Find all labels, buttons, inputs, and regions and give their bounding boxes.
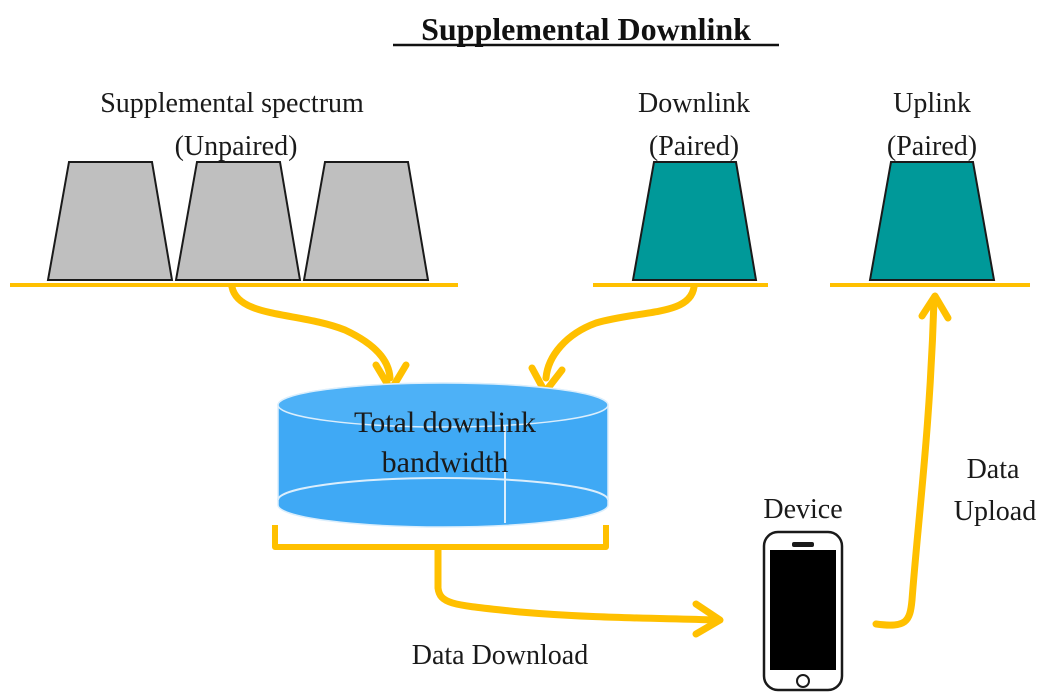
phone-speaker	[792, 542, 814, 547]
supplemental-spectrum-label: Supplemental spectrum	[100, 88, 364, 119]
uplink-carrier	[868, 161, 996, 281]
phone-icon	[762, 530, 844, 692]
drum-label-line2: bandwidth	[382, 446, 509, 479]
phone-screen	[770, 550, 836, 670]
data-upload-label-line2: Upload	[954, 496, 1036, 527]
supplemental-unpaired-label: (Unpaired)	[175, 131, 298, 162]
pool-bracket	[272, 525, 609, 550]
uplink-label: Uplink	[893, 88, 971, 119]
data-download-label: Data Download	[412, 640, 589, 671]
downlink-paired-label: (Paired)	[649, 131, 739, 162]
unpaired-carrier-1	[46, 161, 174, 281]
unpaired-carrier-2	[174, 161, 302, 281]
downlink-carrier	[631, 161, 758, 281]
uplink-paired-label: (Paired)	[887, 131, 977, 162]
unpaired-carrier-3	[302, 161, 430, 281]
supplemental-to-pool-arrow	[228, 283, 394, 382]
upload-arrowhead	[918, 292, 952, 322]
pool-to-device-arrow	[434, 544, 720, 624]
downlink-label: Downlink	[638, 88, 750, 119]
download-arrowhead	[692, 600, 724, 638]
downlink-to-pool-arrow	[542, 283, 698, 382]
drum-top	[277, 382, 609, 428]
phone-home-button	[796, 674, 810, 688]
drum-label-line1: Total downlink	[354, 406, 536, 439]
data-upload-label-line1: Data	[967, 454, 1020, 485]
diagram-title: Supplemental Downlink	[421, 11, 751, 47]
device-label: Device	[763, 494, 842, 525]
device-to-uplink-arrow	[872, 296, 938, 629]
total-bandwidth-drum: Total downlink bandwidth	[277, 382, 609, 528]
drum-bottom-rim	[277, 477, 609, 501]
